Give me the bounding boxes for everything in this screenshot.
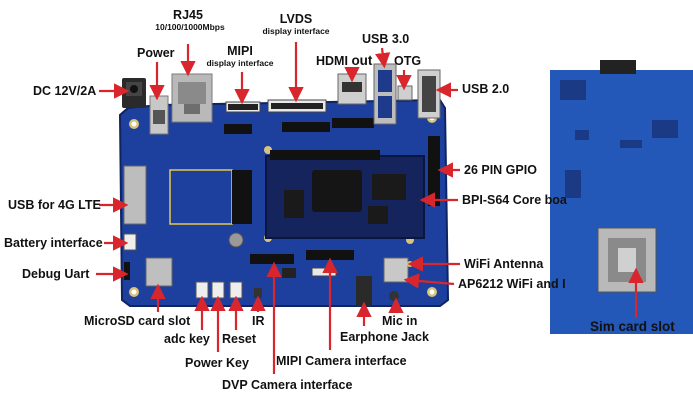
arrows (96, 42, 644, 374)
usb3-label: USB 3.0 (362, 32, 410, 46)
capacitor (228, 232, 244, 248)
mipi-display-subtitle: display interface (206, 58, 274, 68)
reset-label: Reset (222, 332, 257, 346)
ap6212-label: AP6212 WiFi and I (458, 277, 566, 291)
power-switch (149, 95, 169, 135)
lvds-subtitle: display interface (262, 26, 330, 36)
dc-label: DC 12V/2A (33, 84, 97, 98)
lvds-connector (267, 99, 327, 113)
sim-slot-label: Sim card slot (590, 319, 675, 334)
debug-uart-header (124, 262, 130, 280)
usb3-port (373, 63, 397, 125)
lvds-label: LVDS (279, 12, 313, 26)
usb2-port (417, 69, 441, 119)
core-board-label: BPI-S64 Core boa (462, 193, 567, 207)
rj45-label: RJ45 (158, 8, 218, 22)
gpio-label: 26 PIN GPIO (464, 163, 537, 177)
microsd-label: MicroSD card slot (84, 314, 191, 328)
microphone (389, 291, 399, 301)
battery-label: Battery interface (4, 236, 103, 250)
dc-jack (122, 78, 146, 108)
buttons (195, 281, 262, 299)
usb-lte-label: USB for 4G LTE (8, 198, 101, 212)
power-label: Power (137, 46, 175, 60)
hdmi-label: HDMI out (316, 53, 373, 69)
gpio-header (428, 136, 440, 206)
earphone-label: Earphone Jack (340, 330, 429, 344)
mic-in-label: Mic in (382, 314, 418, 328)
mipi-display-label: MIPI (227, 44, 253, 58)
mipi-display-connector (225, 101, 261, 113)
otg-label: OTG (394, 54, 422, 68)
mipi-camera-label: MIPI Camera interface (276, 354, 407, 368)
pin-headers (224, 118, 374, 134)
otg-port (397, 85, 413, 101)
hdmi-port (337, 73, 367, 105)
power-key-label: Power Key (185, 356, 249, 370)
dvp-camera-label: DVP Camera interface (222, 378, 353, 392)
rj45-subtitle: 10/100/1000Mbps (155, 22, 225, 32)
debug-uart-label: Debug Uart (22, 267, 90, 281)
battery-connector (123, 233, 137, 251)
ir-label: IR (252, 314, 265, 328)
microsd-slot (145, 257, 173, 287)
hdmi-suffix: out (351, 53, 373, 68)
back-board (550, 60, 693, 334)
rj45-port (171, 73, 213, 123)
wifi-antenna-label: WiFi Antenna (464, 257, 544, 271)
earphone-jack (356, 276, 372, 306)
usb2-label: USB 2.0 (462, 82, 510, 96)
rj45-title: RJ45 (173, 8, 203, 22)
adc-key-label: adc key (164, 332, 210, 346)
hdmi-prefix: HDMI (316, 54, 348, 68)
lte-slot (123, 165, 252, 225)
core-board (265, 150, 425, 239)
